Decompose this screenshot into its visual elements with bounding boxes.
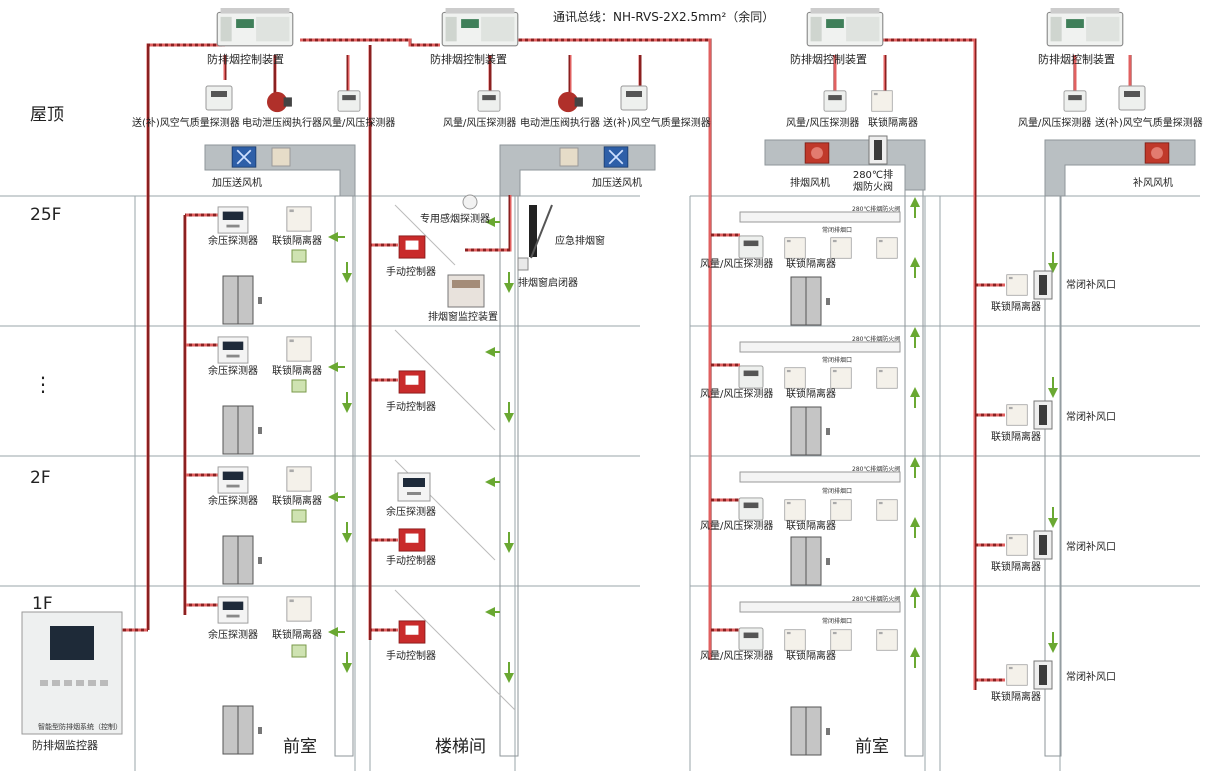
control-unit-label: 防排烟控制装置 (430, 53, 507, 66)
relief-valve-actuator-icon (267, 91, 292, 113)
pressurization-fan-label: 加压送风机 (212, 178, 262, 189)
pressurization-fan-icon (603, 146, 629, 168)
outlet-small-label: 常闭排烟口 (822, 227, 853, 234)
monitor-plate: 智能型防排烟系统（控制） (38, 723, 122, 731)
pressurization-fan-label: 加压送风机 (592, 178, 642, 189)
control-unit-d (1046, 8, 1124, 47)
monitor-title: 防排烟监控器 (32, 739, 98, 752)
air-quality-detector-icon (620, 85, 648, 111)
damper-small-label: 280℃排烟防火阀 (852, 596, 901, 603)
airflow-detector-label: 风量/风压探测器 (443, 118, 517, 129)
isolator-label: 联锁隔离器 (868, 118, 918, 129)
front-room-a-devices (217, 206, 312, 755)
isolator-label: 联锁隔离器 (272, 630, 322, 641)
room-label-stair: 楼梯间 (435, 737, 486, 757)
window-opener-label: 排烟窗启闭器 (518, 278, 578, 289)
residual-detector-label: 余压探测器 (386, 507, 436, 518)
stairwell-devices (397, 194, 553, 644)
airflow-detector-icon (477, 90, 501, 112)
fire-damper-label: 280℃排烟防火阀 (852, 170, 894, 193)
airflow-detector-icon (1063, 90, 1087, 112)
air-quality-detector-label: 送(补)风空气质量探测器 (603, 118, 711, 129)
control-unit-label: 防排烟控制装置 (790, 53, 867, 66)
outlet-small-label: 常闭排烟口 (822, 618, 853, 625)
isolator-icon (871, 90, 893, 112)
air-quality-detector-label: 送(补)风空气质量探测器 (1095, 118, 1203, 129)
isolator-label: 联锁隔离器 (786, 521, 836, 532)
manual-controller-label: 手动控制器 (386, 267, 436, 278)
floor-label-1f: 1F (32, 594, 53, 614)
control-unit-c (806, 8, 884, 47)
air-quality-detector-icon (205, 85, 233, 111)
isolator-label: 联锁隔离器 (786, 259, 836, 270)
makeup-fan-icon (1144, 142, 1170, 164)
residual-detector-label: 余压探测器 (208, 630, 258, 641)
front-room-b-devices (738, 211, 901, 756)
window-monitor-label: 排烟窗监控装置 (428, 312, 498, 323)
floor-label-roof: 屋顶 (30, 105, 64, 125)
airflow-detector-label: 风量/风压探测器 (700, 389, 774, 400)
building-grid (0, 195, 1200, 771)
damper-small-label: 280℃排烟防火阀 (852, 466, 901, 473)
control-unit-b (441, 8, 519, 47)
manual-controller-label: 手动控制器 (386, 556, 436, 567)
floor-label-ellipsis: ⋮ (33, 372, 53, 396)
bus-label: 通讯总线：NH-RVS-2X2.5mm²（余同） (553, 10, 775, 24)
air-quality-detector-label: 送(补)风空气质量探测器 (132, 118, 240, 129)
floor-label-2f: 2F (30, 468, 51, 488)
control-unit-label: 防排烟控制装置 (207, 53, 284, 66)
supply-outlet-label: 常闭补风口 (1066, 542, 1116, 553)
airflow-detector-label: 风量/风压探测器 (700, 651, 774, 662)
control-unit-label: 防排烟控制装置 (1038, 53, 1115, 66)
supply-outlet-label: 常闭补风口 (1066, 672, 1116, 683)
isolator-label: 联锁隔离器 (991, 562, 1041, 573)
room-label-front-a: 前室 (283, 737, 317, 757)
pressurization-fan-icon (231, 146, 257, 168)
isolator-label: 联锁隔离器 (272, 236, 322, 247)
airflow-detector-label: 风量/风压探测器 (700, 259, 774, 270)
relief-actuator-label: 电动泄压阀执行器 (242, 118, 322, 129)
residual-detector-label: 余压探测器 (208, 366, 258, 377)
manual-controller-label: 手动控制器 (386, 402, 436, 413)
exhaust-fan-label: 排烟风机 (790, 178, 830, 189)
room-label-front-b: 前室 (855, 737, 889, 757)
isolator-label: 联锁隔离器 (786, 389, 836, 400)
floor-label-25f: 25F (30, 205, 62, 225)
monitor-cabinet (21, 611, 123, 735)
airflow-detector-label: 风量/风压探测器 (786, 118, 860, 129)
airflow-detector-icon (337, 90, 361, 112)
smoke-detector-label: 专用感烟探测器 (420, 214, 490, 225)
supply-outlet-label: 常闭补风口 (1066, 412, 1116, 423)
outlet-small-label: 常闭排烟口 (822, 357, 853, 364)
bus-wiring (120, 38, 1132, 690)
supply-outlet-label: 常闭补风口 (1066, 280, 1116, 291)
exhaust-fan-icon (804, 142, 830, 164)
isolator-label: 联锁隔离器 (991, 692, 1041, 703)
manual-controller-label: 手动控制器 (386, 651, 436, 662)
fire-damper-icon (868, 135, 888, 165)
makeup-fan-label: 补风风机 (1133, 178, 1173, 189)
relief-actuator-label: 电动泄压阀执行器 (520, 118, 600, 129)
residual-detector-label: 余压探测器 (208, 236, 258, 247)
isolator-label: 联锁隔离器 (991, 432, 1041, 443)
control-unit-a (216, 8, 294, 47)
isolator-label: 联锁隔离器 (991, 302, 1041, 313)
relief-valve-actuator-icon (558, 91, 583, 113)
airflow-detector-label: 风量/风压探测器 (322, 118, 396, 129)
airflow-detector-label: 风量/风压探测器 (700, 521, 774, 532)
air-quality-detector-icon (1118, 85, 1146, 111)
isolator-label: 联锁隔离器 (272, 496, 322, 507)
damper-small-label: 280℃排烟防火阀 (852, 206, 901, 213)
airflow-arrows (328, 197, 1058, 683)
residual-detector-label: 余压探测器 (208, 496, 258, 507)
airflow-detector-icon (823, 90, 847, 112)
isolator-label: 联锁隔离器 (272, 366, 322, 377)
emergency-window-label: 应急排烟窗 (555, 236, 605, 247)
airflow-detector-label: 风量/风压探测器 (1018, 118, 1092, 129)
isolator-label: 联锁隔离器 (786, 651, 836, 662)
damper-small-label: 280℃排烟防火阀 (852, 336, 901, 343)
outlet-small-label: 常闭排烟口 (822, 488, 853, 495)
